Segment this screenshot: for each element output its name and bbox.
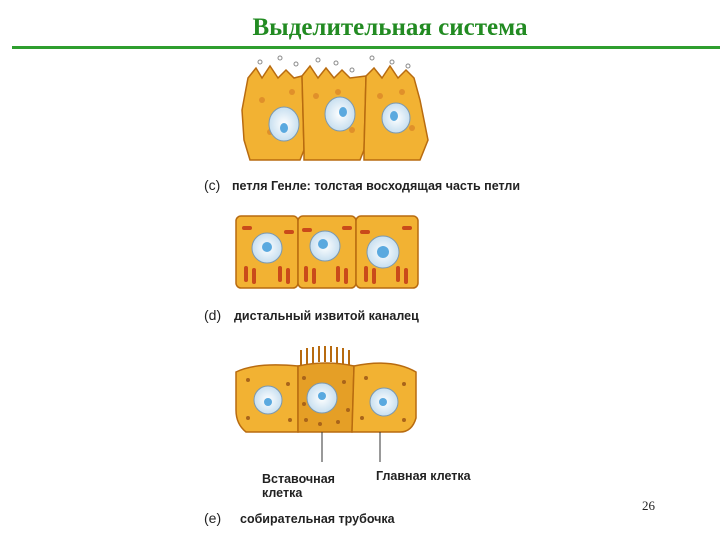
panel-d-caption: дистальный извитой каналец bbox=[234, 309, 419, 323]
panel-e-letter: (e) bbox=[204, 510, 221, 526]
nucleolus-e3 bbox=[379, 398, 387, 406]
label-intercalated-line1: Вставочная bbox=[262, 472, 335, 486]
nucleolus-d3 bbox=[377, 246, 389, 258]
nucleolus-c1 bbox=[280, 123, 288, 133]
panel-d-cells bbox=[236, 216, 418, 288]
nucleolus-c2 bbox=[339, 107, 347, 117]
panel-e-cells bbox=[236, 346, 416, 462]
nucleolus-e1 bbox=[264, 398, 272, 406]
nucleolus-d2 bbox=[318, 239, 328, 249]
label-principal-cell: Главная клетка bbox=[376, 469, 471, 483]
panel-c-caption: петля Генле: толстая восходящая часть пе… bbox=[232, 179, 520, 193]
panel-c-cells bbox=[242, 56, 428, 160]
label-intercalated-line2: клетка bbox=[262, 486, 302, 500]
panel-e-caption: собирательная трубочка bbox=[240, 512, 395, 526]
panel-d-letter: (d) bbox=[204, 307, 221, 323]
page-number: 26 bbox=[642, 498, 655, 514]
panel-c-letter: (c) bbox=[204, 177, 220, 193]
nucleolus-c3 bbox=[390, 111, 398, 121]
nucleolus-e2 bbox=[318, 392, 326, 400]
nucleolus-d1 bbox=[262, 242, 272, 252]
